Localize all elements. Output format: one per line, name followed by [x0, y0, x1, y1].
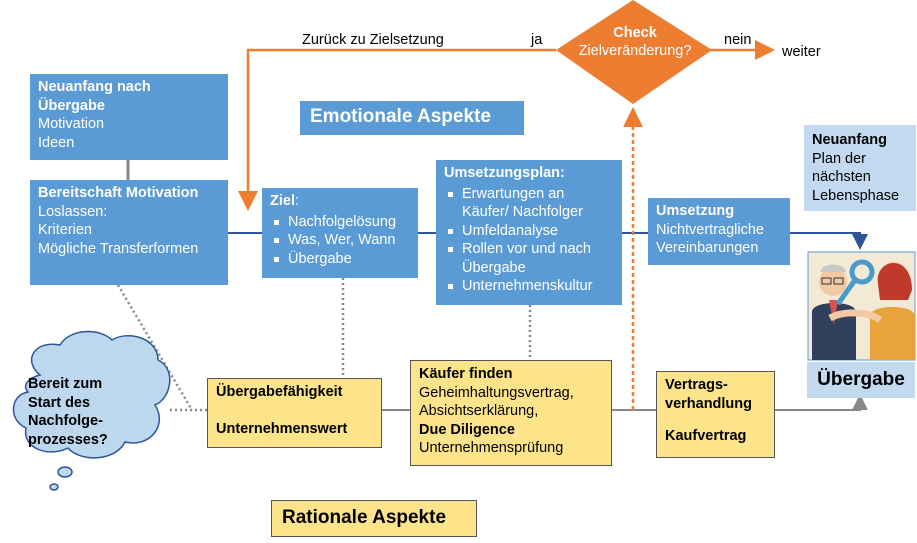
box-line: Unternehmenswert	[216, 420, 348, 437]
box-umsetzung: Umsetzung Nichtvertragliche Vereinbarung…	[648, 198, 790, 265]
box-line: Mögliche Transferformen	[38, 240, 199, 257]
box-title: Käufer finden	[419, 366, 513, 382]
box-umsetzungsplan: Umsetzungsplan: Erwartungen an Käufer/ N…	[436, 160, 622, 305]
box-bereitschaft: Bereitschaft Motivation Loslassen: Krite…	[30, 180, 228, 285]
box-kaeufer-finden: Käufer finden Geheimhaltungsvertrag, Abs…	[410, 360, 612, 466]
box-title-2: Due Diligence	[419, 421, 515, 438]
label-ja: ja	[531, 32, 543, 48]
box-line: Kriterien	[38, 222, 92, 238]
emotional-arrow	[790, 232, 868, 250]
check-title: Check	[613, 25, 657, 41]
box-line: Ideen	[38, 134, 75, 151]
cloud-question: Bereit zum Start des Nachfolge-prozesses…	[28, 376, 108, 448]
box-line: Geheimhaltungsvertrag,	[419, 384, 574, 401]
list-item: Unternehmenskultur	[444, 277, 614, 296]
box-line: Kaufvertrag	[665, 428, 747, 444]
box-title: Neuanfang nach Übergabe	[38, 79, 151, 114]
heading-emotionale-aspekte: Emotionale Aspekte	[300, 101, 524, 135]
box-line: Motivation	[38, 116, 105, 132]
check-diamond	[556, 0, 712, 104]
box-ziel: Ziel: Nachfolgelösung Was, Wer, Wann Übe…	[262, 188, 418, 278]
box-title: Umsetzungsplan:	[444, 165, 565, 181]
rational-arrow	[775, 394, 868, 411]
box-title: Bereitschaft Motivation	[38, 185, 199, 201]
list-item: Was, Wer, Wann	[270, 231, 410, 250]
label-nein: nein	[724, 32, 752, 48]
thought-cloud	[12, 330, 171, 491]
box-line: Absichtserklärung,	[419, 403, 539, 419]
box-line: Unternehmensprüfung	[419, 440, 564, 456]
box-line: Plan der nächsten Lebensphase	[812, 150, 900, 204]
list-item: Erwartungen an Käufer/ Nachfolger	[444, 185, 614, 222]
list-item: Rollen vor und nach Übergabe	[444, 240, 614, 277]
box-line: Übergabefähigkeit	[216, 384, 343, 400]
list-item: Übergabe	[270, 250, 410, 269]
heading-rationale-aspekte: Rationale Aspekte	[271, 500, 477, 537]
handover-illustration	[807, 251, 916, 361]
box-title: Neuanfang	[812, 132, 887, 148]
list-item: Nachfolgelösung	[270, 213, 410, 232]
box-title: Umsetzung	[656, 203, 735, 219]
box-vertragsverhandlung: Vertrags-verhandlung Kaufvertrag	[656, 371, 775, 458]
check-label: Check Zielveränderung?	[560, 24, 710, 60]
box-line: Nichtvertragliche Vereinbarungen	[656, 221, 764, 257]
box-neuanfang-plan: Neuanfang Plan der nächsten Lebensphase	[804, 125, 916, 211]
box-title-colon: :	[294, 193, 300, 209]
label-weiter: weiter	[782, 44, 821, 60]
orange-return-arrow	[238, 48, 556, 211]
box-title: Ziel	[270, 193, 295, 209]
box-uebergabefaehigkeit: Übergabefähigkeit Unternehmenswert	[207, 378, 382, 448]
list-item: Umfeldanalyse	[444, 222, 614, 241]
box-title: Vertrags-verhandlung	[665, 377, 753, 412]
box-line: Loslassen:	[38, 203, 108, 220]
box-neuanfang-nach-uebergabe: Neuanfang nach Übergabe Motivation Ideen	[30, 74, 228, 160]
dotted-link	[116, 284, 194, 411]
check-subtitle: Zielveränderung?	[578, 43, 692, 59]
uebergabe-label: Übergabe	[807, 362, 915, 398]
label-zurueck: Zurück zu Zielsetzung	[302, 32, 444, 48]
